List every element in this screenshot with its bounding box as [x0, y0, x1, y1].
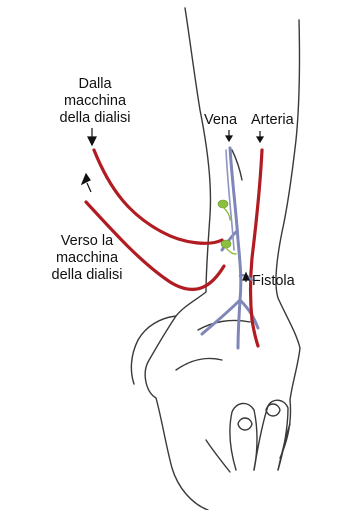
arm-outline-left	[145, 8, 210, 510]
arrow-fistula-head	[243, 273, 249, 280]
index-finger	[230, 403, 257, 470]
arrow-to-machine-shaft	[87, 183, 91, 192]
label-from-machine-line-3: della dialisi	[40, 110, 150, 127]
label-from-machine: Dalla macchina della dialisi	[40, 76, 150, 127]
arrow-from-machine-head	[88, 137, 96, 145]
label-to-machine: Verso la macchina della dialisi	[32, 233, 142, 284]
finger-fold	[206, 440, 230, 472]
label-artery: Arteria	[251, 112, 294, 129]
clamp-bottom	[221, 240, 231, 248]
arrow-artery-head	[257, 137, 263, 142]
arrow-vein-head	[226, 136, 232, 141]
label-to-machine-line-2: macchina	[32, 250, 142, 267]
vein-branch-2	[240, 300, 258, 328]
label-from-machine-line-1: Dalla	[40, 76, 150, 93]
label-to-machine-line-1: Verso la	[32, 233, 142, 250]
artery-line	[251, 150, 263, 346]
vein-main	[230, 148, 241, 348]
vein-branch-1	[202, 300, 240, 334]
label-to-machine-line-3: della dialisi	[32, 267, 142, 284]
middle-finger	[254, 400, 288, 470]
label-vein: Vena	[204, 112, 237, 129]
ring-finger	[278, 424, 290, 470]
nail-2	[266, 404, 280, 416]
label-fistula: Fistola	[252, 273, 295, 290]
nail-1	[238, 418, 252, 430]
label-from-machine-line-2: macchina	[40, 93, 150, 110]
arrow-to-machine-head	[82, 174, 90, 184]
palm-crease-2	[176, 358, 222, 370]
clamp-top	[218, 200, 228, 208]
palm-crease-1	[198, 320, 250, 330]
arm-outline-right	[276, 20, 300, 458]
clamp-top-leg	[224, 208, 230, 220]
